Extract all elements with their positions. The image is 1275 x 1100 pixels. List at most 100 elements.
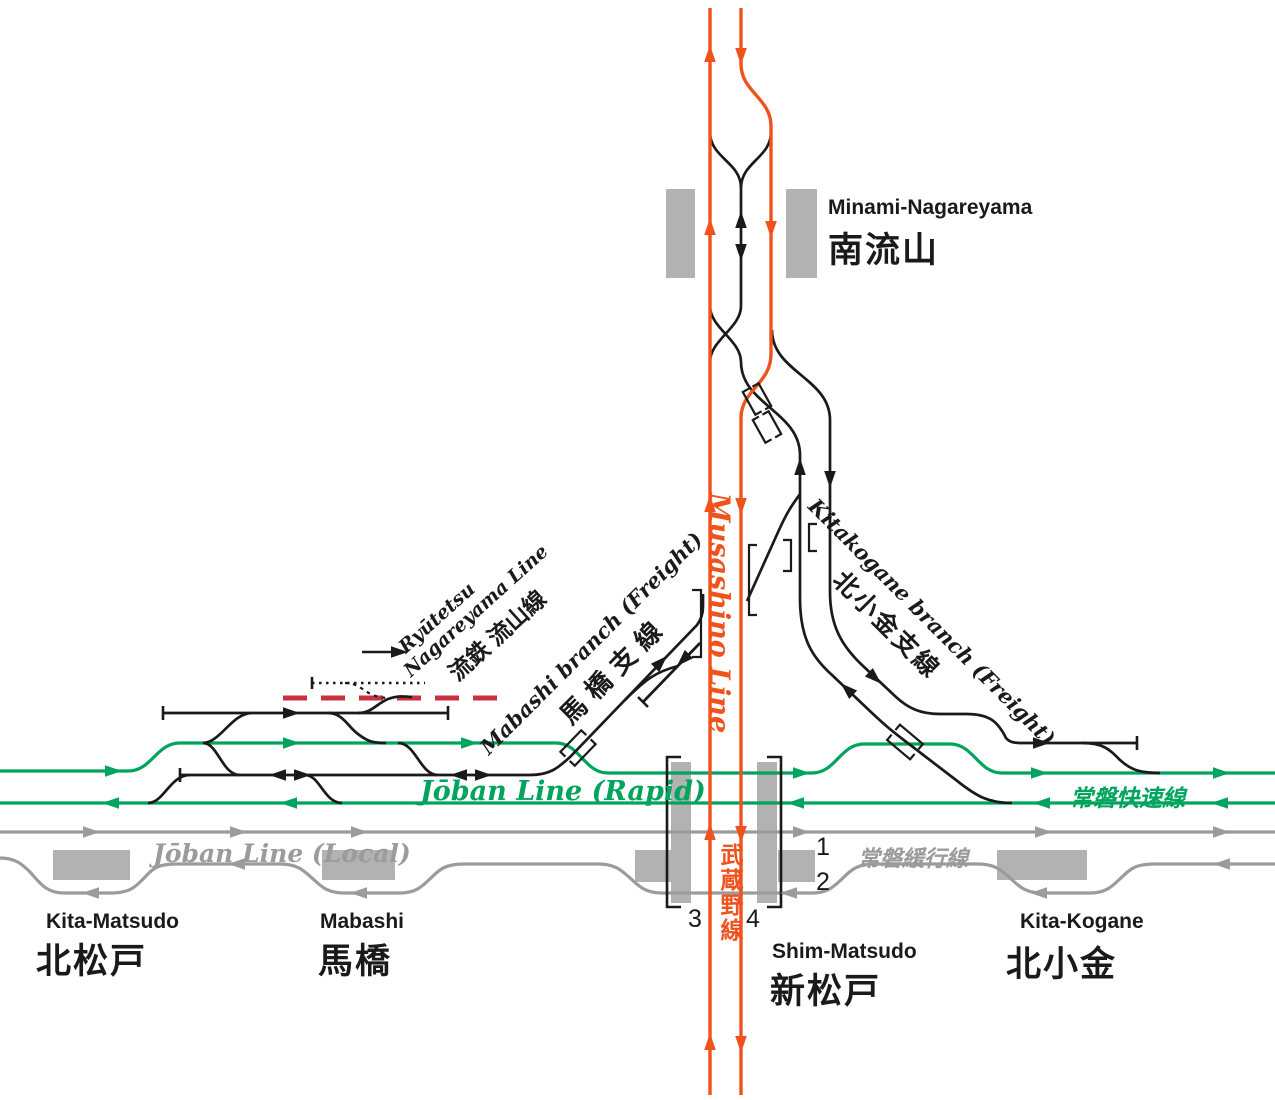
direction-arrow xyxy=(350,887,367,899)
platform-kita-kogane xyxy=(997,850,1087,880)
platform-shim-matsudo-local-east xyxy=(778,850,815,882)
joban-local-tracks xyxy=(0,830,1275,895)
line-label-joban-local-en: Jōban Line (Local) xyxy=(153,839,411,868)
mabashi-branch-east-connector xyxy=(745,493,802,602)
platform-minami-nagareyama-west xyxy=(666,189,695,278)
east-ladder-1 xyxy=(397,741,439,777)
line-label-musashino-en: Musashino Line xyxy=(703,492,735,734)
musashino-line-tracks xyxy=(708,8,773,1095)
freight-up-lead xyxy=(739,361,802,598)
direction-arrow xyxy=(704,45,716,62)
track-number-3: 3 xyxy=(688,905,702,933)
track-number-2: 2 xyxy=(816,868,830,896)
freight-down-lead xyxy=(770,329,832,592)
direction-arrow xyxy=(794,458,806,475)
direction-arrow xyxy=(450,769,467,781)
mabashi-branch-crossover xyxy=(624,664,679,701)
platform-edge-east xyxy=(767,755,783,909)
direction-arrow xyxy=(283,707,300,719)
platform-edge-west xyxy=(665,755,681,909)
direction-arrow xyxy=(735,498,747,515)
underpass-bracket xyxy=(692,588,703,659)
local-up-track xyxy=(0,856,1275,895)
direction-arrow xyxy=(230,826,247,838)
underpass-bracket xyxy=(751,415,773,445)
direction-arrow xyxy=(1213,826,1230,838)
direction-arrow xyxy=(824,471,836,488)
underpass-bracket xyxy=(568,738,598,768)
station-label-kita-kogane-ja: 北小金 xyxy=(1006,945,1118,984)
east-ladder-2 xyxy=(304,773,343,805)
underpass-bracket xyxy=(558,728,588,758)
musashino-down-track xyxy=(739,8,773,1095)
ryutetsu-nagareyama-line xyxy=(283,677,508,701)
direction-arrow xyxy=(840,683,858,699)
direction-arrow xyxy=(351,826,368,838)
direction-arrow xyxy=(83,826,100,838)
platform-kita-matsudo xyxy=(53,850,130,880)
station-label-shim-matsudo-ja: 新松戸 xyxy=(770,972,882,1011)
crossing-brackets xyxy=(558,381,925,768)
direction-arrow xyxy=(1030,887,1047,899)
direction-arrow xyxy=(461,737,478,749)
direction-arrow xyxy=(704,1033,716,1050)
line-label-joban-local-ja: 常磐緩行線 xyxy=(858,846,969,871)
station-label-mabashi-en: Mabashi xyxy=(320,910,405,933)
track-number-1: 1 xyxy=(816,833,830,861)
grade-separation-brackets xyxy=(692,522,817,659)
direction-arrow xyxy=(475,769,492,781)
direction-arrow xyxy=(650,655,668,673)
direction-arrow xyxy=(1213,767,1230,779)
direction-arrow xyxy=(735,244,747,261)
siding-down-connector xyxy=(327,711,387,745)
direction-arrow xyxy=(283,737,300,749)
west-ladder-1 xyxy=(202,711,253,745)
station-label-kita-kogane-en: Kita-Kogane xyxy=(1020,910,1144,933)
direction-arrow xyxy=(269,769,286,781)
minami-center-fork-west xyxy=(708,131,743,189)
west-ladder-3 xyxy=(147,773,191,805)
direction-arrow xyxy=(735,211,747,228)
station-label-minami-nagareyama-en: Minami-Nagareyama xyxy=(828,196,1033,219)
direction-arrow xyxy=(1035,826,1052,838)
direction-arrow xyxy=(864,668,882,684)
kitakogane-branch-up-track xyxy=(798,597,1013,805)
station-label-minami-nagareyama-ja: 南流山 xyxy=(828,231,940,270)
west-ladder-2 xyxy=(202,741,241,777)
kitakogane-branch-down-track xyxy=(828,591,1137,745)
underpass-bracket xyxy=(783,538,793,573)
station-label-kita-matsudo-en: Kita-Matsudo xyxy=(46,910,179,933)
direction-arrow xyxy=(294,769,311,781)
dotted-connector xyxy=(344,681,393,700)
kitakogane-branch-exit-connector xyxy=(1081,741,1161,775)
underpass-bracket xyxy=(747,543,757,617)
direction-arrow xyxy=(1033,797,1050,809)
direction-arrow xyxy=(780,887,797,899)
platform-minami-nagareyama-east xyxy=(786,189,817,278)
direction-arrow xyxy=(228,858,245,870)
track-end-tick xyxy=(637,696,649,708)
line-label-joban-rapid-en: Jōban Line (Rapid) xyxy=(420,776,706,807)
direction-arrow xyxy=(105,765,122,777)
line-label-musashino-ja: 武蔵野線 xyxy=(717,843,743,943)
underpass-bracket xyxy=(885,733,916,761)
ryutetsu-connector xyxy=(357,695,413,715)
direction-arrow xyxy=(82,887,99,899)
direction-arrows xyxy=(82,45,1230,1053)
direction-arrow xyxy=(391,646,408,658)
platforms xyxy=(53,189,1087,903)
station-label-mabashi-ja: 馬橋 xyxy=(318,942,393,981)
minami-center-fork-east xyxy=(739,131,773,189)
direction-arrow xyxy=(1031,767,1048,779)
direction-arrow xyxy=(793,826,810,838)
underpass-bracket xyxy=(761,409,783,439)
underpass-bracket xyxy=(751,381,773,411)
direction-arrow xyxy=(704,495,716,512)
station-label-kita-matsudo-ja: 北松戸 xyxy=(36,942,148,981)
underpass-bracket xyxy=(807,522,817,553)
direction-arrow xyxy=(735,1036,747,1053)
direction-arrow xyxy=(704,823,716,840)
direction-arrow xyxy=(735,48,747,65)
direction-arrow xyxy=(1211,797,1228,809)
